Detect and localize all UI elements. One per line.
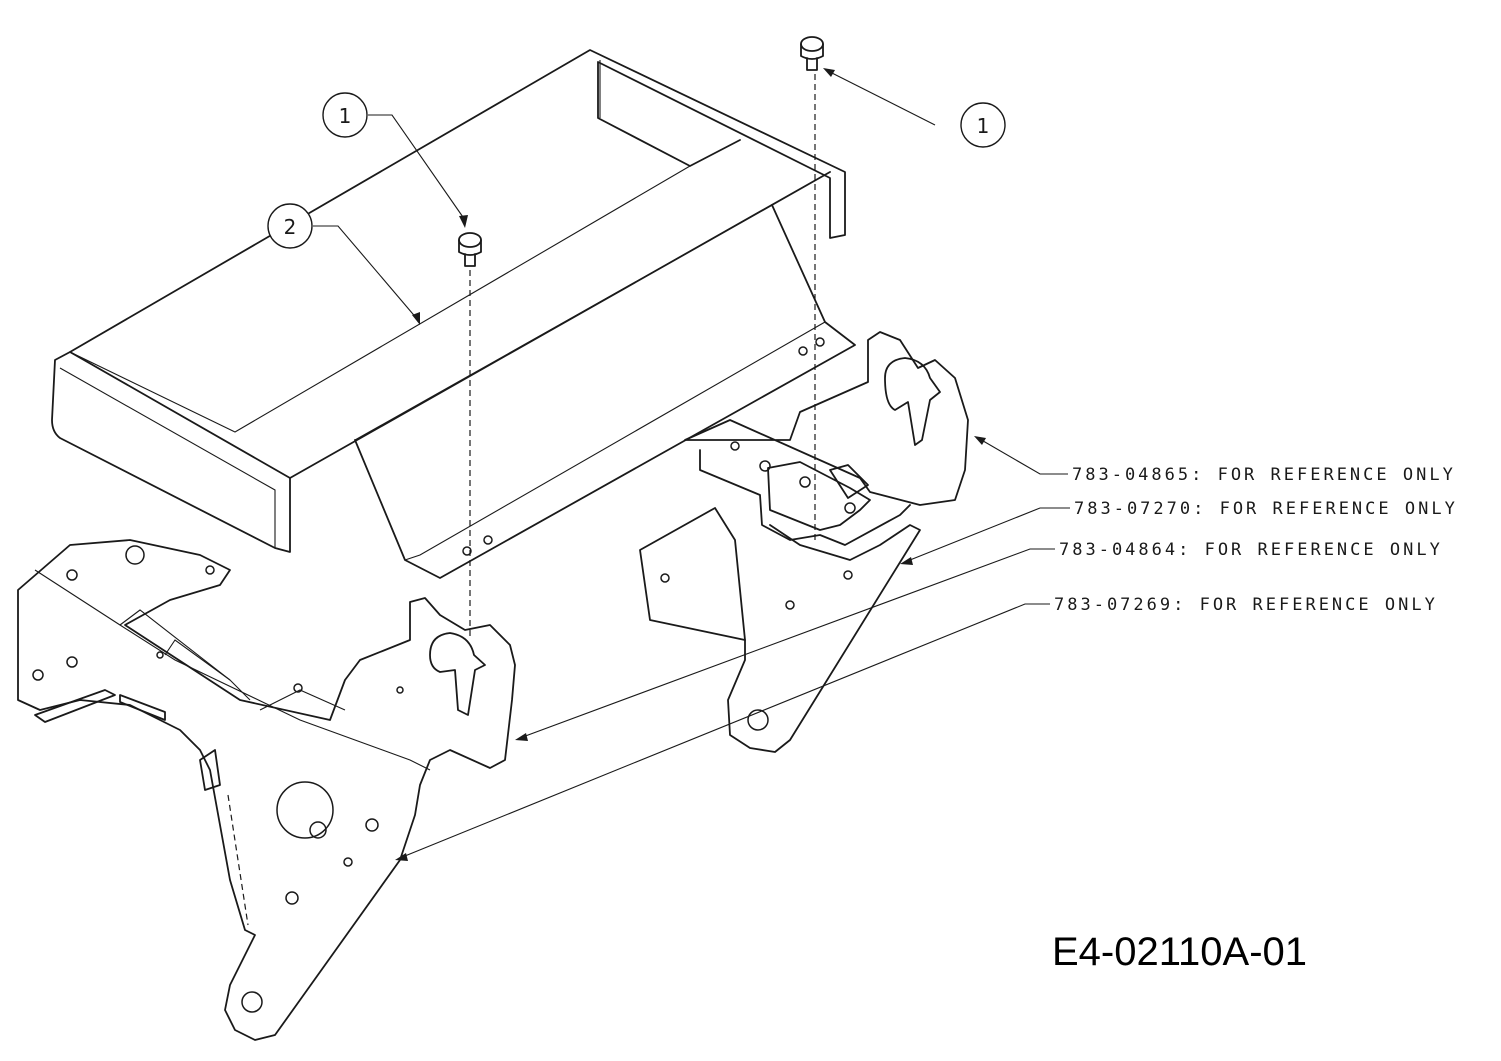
- channel-bracket: [51, 49, 856, 579]
- callout-number: 1: [339, 104, 352, 128]
- callout-number: 1: [977, 114, 990, 138]
- callout-1-right: 1: [823, 68, 1006, 148]
- left-front-frame: [17, 539, 516, 1041]
- reference-label-783-07270: 783-07270: FOR REFERENCE ONLY: [1074, 499, 1458, 519]
- right-rear-bracket: [639, 331, 969, 753]
- drawing-id: E4-02110A-01: [1052, 930, 1307, 974]
- callout-number: 2: [284, 215, 297, 239]
- reference-label-783-07269: 783-07269: FOR REFERENCE ONLY: [1054, 595, 1438, 615]
- callout-2: 2: [267, 203, 420, 325]
- bolt-right: [800, 36, 824, 71]
- reference-label-783-04865: 783-04865: FOR REFERENCE ONLY: [1072, 465, 1456, 485]
- reference-label-783-04864: 783-04864: FOR REFERENCE ONLY: [1059, 540, 1443, 560]
- bolt-left: [458, 232, 482, 267]
- reference-leaders: [395, 436, 1070, 861]
- callout-1-left: 1: [322, 92, 468, 228]
